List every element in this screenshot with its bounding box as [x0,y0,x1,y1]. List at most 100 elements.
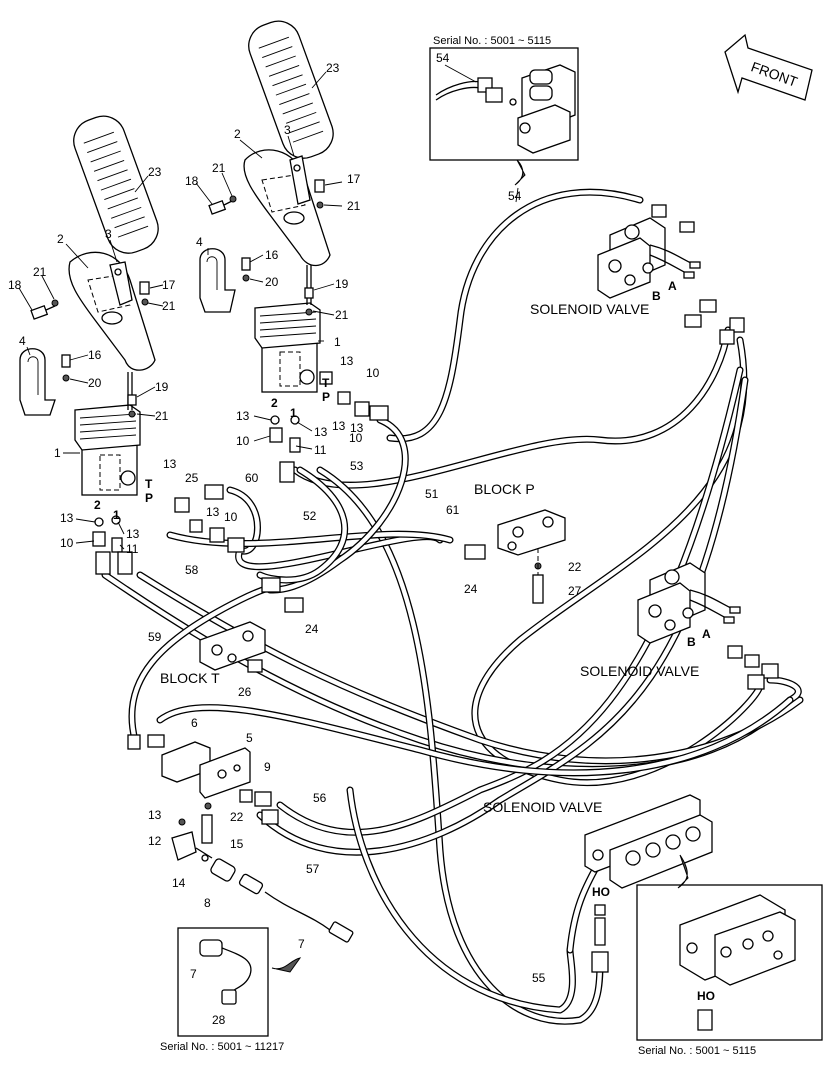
callout-10-b: 10 [236,434,250,448]
solenoid-valve-middle [637,562,779,690]
callout-21-left-a: 21 [33,265,47,279]
callout-10-a: 10 [60,536,74,550]
callout-10-d: 10 [224,510,238,524]
serial-top: Serial No. : 5001 ~ 5115 [433,35,551,47]
callout-1-left: 1 [54,446,61,460]
callout-22-a: 22 [568,560,582,574]
callout-24-b: 24 [305,622,319,636]
front-arrow: FRONT [724,33,813,101]
callout-13-c: 13 [340,354,354,368]
block-p [464,509,566,604]
callout-27: 27 [568,584,582,598]
callout-19-left: 19 [155,380,169,394]
port-1-right: 1 [290,406,297,420]
callout-2-left: 2 [57,232,64,246]
callout-21-left-b: 21 [162,299,176,313]
callout-3-left: 3 [105,227,112,241]
solenoid-valve-upper [597,204,745,345]
port-2-right: 2 [271,396,278,410]
callout-10-e: 10 [349,431,363,445]
callout-17-left: 17 [162,278,176,292]
callout-11-b: 11 [126,542,139,556]
port-ho-main: HO [592,885,610,899]
callout-6: 6 [191,716,198,730]
port-1-left: 1 [113,508,120,522]
port-a-middle: A [702,627,711,641]
callout-13-b: 13 [236,409,250,423]
left-foot-pad [73,115,159,254]
switch-12 [171,831,197,861]
bottom-left-inset [177,927,302,1037]
right-foot-pad [248,20,334,159]
callout-numbers: 23 23 2 3 2 3 18 21 17 21 18 21 17 21 4 … [8,51,582,1027]
right-pedal-valve [254,302,321,393]
leader-lines [18,64,519,550]
callout-21-right-c: 21 [335,308,349,322]
callout-13-i: 13 [126,527,140,541]
right-pedal-plate [243,149,331,267]
top-inset [429,47,579,186]
callout-11-a: 11 [314,443,327,457]
lower-manifold [127,734,354,943]
port-p-left: P [145,491,153,505]
port-b-upper: B [652,289,661,303]
right-pedal-assembly [199,20,334,483]
callout-18-left: 18 [8,278,22,292]
port-t-left: T [145,477,153,491]
port-ho-inset: HO [697,989,715,1003]
right-bracket-4 [199,248,236,313]
inset-arrow-right [677,854,689,889]
left-pedal-valve [74,404,141,496]
callout-7-inset: 7 [190,967,197,981]
callout-61: 61 [446,503,460,517]
callout-21-left-c: 21 [155,409,169,423]
solenoid-valve-label-upper: SOLENOID VALVE [530,301,649,317]
callout-20-left: 20 [88,376,102,390]
port-b-middle: B [687,635,696,649]
solenoid-valve-label-lower: SOLENOID VALVE [483,799,602,815]
callout-9: 9 [264,760,271,774]
port-fittings [174,371,389,553]
callout-5: 5 [246,731,253,745]
callout-10-c: 10 [366,366,380,380]
callout-23-right: 23 [326,61,340,75]
callout-54-main: 54 [508,189,522,203]
bottom-right-inset [636,854,823,1041]
callout-21-right-b: 21 [347,199,361,213]
callout-16-left: 16 [88,348,102,362]
callout-55: 55 [532,971,546,985]
callout-56: 56 [313,791,327,805]
callout-8: 8 [204,896,211,910]
callout-14: 14 [172,876,186,890]
callout-13-h: 13 [350,421,364,435]
callout-12: 12 [148,834,162,848]
callout-13-j: 13 [148,808,162,822]
port-p-right: P [322,390,330,404]
solenoid-valve-lower [584,794,713,973]
callout-13-g: 13 [206,505,220,519]
port-a-upper: A [668,279,677,293]
callout-18-right: 18 [185,174,199,188]
callout-28: 28 [212,1013,226,1027]
callout-19-right: 19 [335,277,349,291]
callout-23-left: 23 [148,165,162,179]
callout-52: 52 [303,509,317,523]
callout-53: 53 [350,459,364,473]
callout-22-b: 22 [230,810,244,824]
callout-59: 59 [148,630,162,644]
callout-13-e: 13 [314,425,328,439]
callout-51: 51 [425,487,439,501]
callout-24-a: 24 [464,582,478,596]
callout-4-left: 4 [19,334,26,348]
callout-1-right: 1 [334,335,341,349]
callout-7-main: 7 [298,937,305,951]
block-t [199,577,304,673]
callout-54-inset: 54 [436,51,450,65]
callout-58: 58 [185,563,199,577]
inset-arrow [514,159,526,186]
block-p-label: BLOCK P [474,481,535,497]
callout-3-right: 3 [284,123,291,137]
callout-15: 15 [230,837,244,851]
callout-17-right: 17 [347,172,361,186]
left-pedal-assembly [19,115,159,575]
